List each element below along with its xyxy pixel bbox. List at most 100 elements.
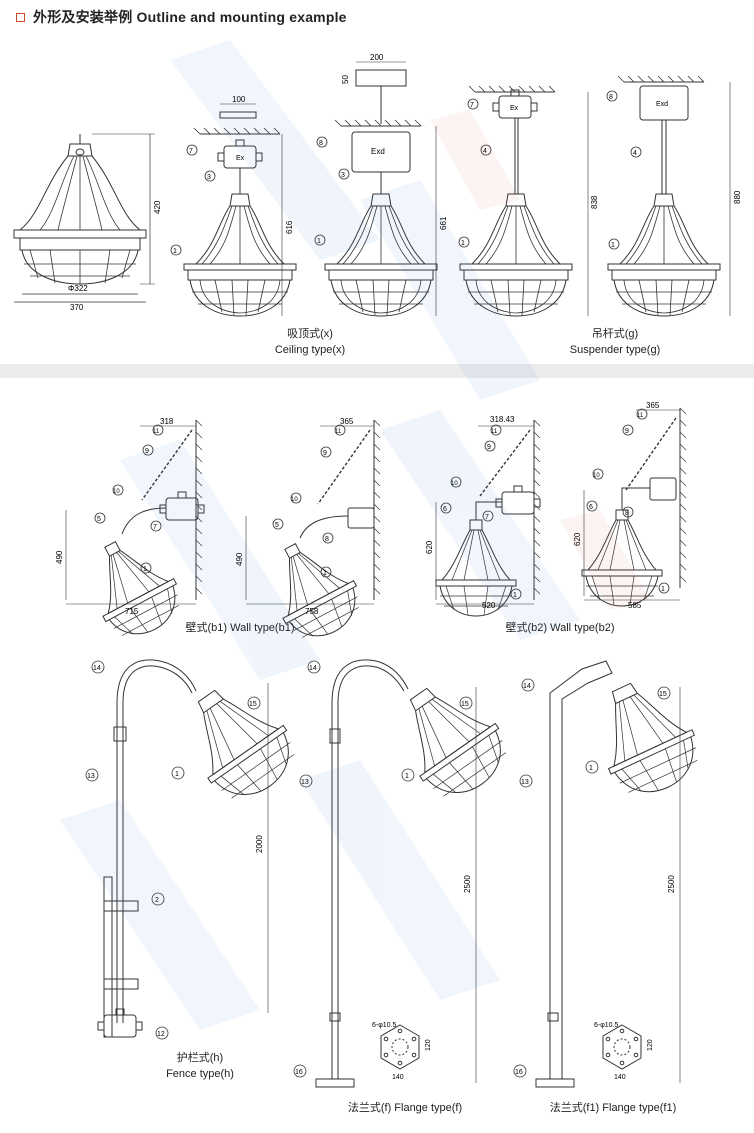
caption-ceiling-en: Ceiling type(x) [274, 344, 346, 356]
dim-b2-318: 318.43 [490, 415, 515, 424]
dim-b1-715: 715 [125, 607, 139, 616]
svg-text:7: 7 [485, 514, 489, 521]
ceiling-type-drawing-2: 200 50 Exd 661 8 3 1 [314, 53, 448, 317]
wall-type-drawing: 318 490 715 11 9 10 5 7 1 365 490 758 11… [55, 401, 687, 651]
svg-text:10: 10 [113, 489, 120, 495]
flange-f-drawing: 2500 6-φ10.5 120 140 14 13 15 1 16 [293, 659, 520, 1088]
svg-text:3: 3 [207, 174, 211, 181]
flange-f-pcd: 140 [392, 1074, 404, 1081]
svg-text:1: 1 [405, 773, 409, 780]
svg-text:1: 1 [589, 765, 593, 772]
wall-type-panel: 318 490 715 11 9 10 5 7 1 365 490 758 11… [0, 378, 754, 651]
fence-type-drawing: 2000 14 13 15 1 2 12 [85, 659, 308, 1040]
svg-text:9: 9 [145, 448, 149, 455]
flange-f1-pcd: 140 [614, 1074, 626, 1081]
svg-text:9: 9 [625, 428, 629, 435]
svg-text:1: 1 [317, 238, 321, 245]
dim-b2-520: 520 [482, 601, 496, 610]
svg-text:16: 16 [515, 1069, 523, 1076]
caption-ceiling-cn: 吸顶式(x) [287, 328, 333, 340]
page-title: 外形及安装举例 Outline and mounting example [33, 9, 347, 25]
svg-text:6: 6 [443, 506, 447, 513]
svg-text:9: 9 [323, 450, 327, 457]
svg-text:3: 3 [341, 172, 345, 179]
svg-text:7: 7 [470, 102, 474, 109]
svg-text:7: 7 [189, 148, 193, 155]
fence-flange-drawing: 2000 14 13 15 1 2 12 2500 6-φ10.5 120 14… [85, 659, 711, 1088]
svg-text:7: 7 [153, 524, 157, 531]
dim-661: 661 [439, 216, 448, 230]
svg-text:14: 14 [309, 665, 317, 672]
dim-838: 838 [590, 195, 599, 209]
svg-text:1: 1 [461, 240, 465, 247]
svg-text:1: 1 [175, 771, 179, 778]
svg-text:1: 1 [323, 570, 327, 577]
svg-text:13: 13 [301, 779, 309, 786]
bullet-square-icon [16, 12, 25, 22]
dim-height: 420 [153, 200, 162, 214]
svg-text:4: 4 [483, 148, 487, 155]
svg-text:1: 1 [513, 592, 517, 599]
caption-wall-b2: 壁式(b2) Wall type(b2) [505, 622, 615, 634]
fence-flange-panel: 2000 14 13 15 1 2 12 2500 6-φ10.5 120 14… [0, 643, 754, 1128]
svg-text:11: 11 [335, 429, 342, 435]
dim-b1-490b: 490 [235, 552, 244, 566]
svg-text:15: 15 [659, 691, 667, 698]
caption-flange-f1: 法兰式(f1) Flange type(f1) [549, 1102, 677, 1114]
flange-f-holes: 6-φ10.5 [372, 1022, 396, 1029]
svg-text:15: 15 [461, 701, 469, 708]
svg-text:11: 11 [153, 429, 160, 435]
dim-b2-620a: 620 [425, 540, 434, 554]
svg-text:14: 14 [93, 665, 101, 672]
dim-b1-318: 318 [160, 417, 174, 426]
caption-wall-b1: 壁式(b1) Wall type(b1) [185, 622, 295, 634]
svg-text:14: 14 [523, 683, 531, 690]
wall-b2-drawing-1: 318.43 620 520 11 9 10 6 7 1 [425, 415, 541, 617]
dim-880: 880 [733, 190, 742, 204]
svg-text:10: 10 [291, 497, 298, 503]
flange-f1-drawing: 2500 6-φ10.5 120 140 14 13 15 1 16 [513, 660, 711, 1088]
svg-text:1: 1 [173, 248, 177, 255]
dim-f-2500: 2500 [463, 875, 472, 893]
dim-b1-758: 758 [305, 607, 319, 616]
ceiling-suspender-drawing: 420 Φ322 370 100 Ex 616 7 3 1 200 50 Exd… [13, 53, 742, 317]
suspender-type-drawing-2: Exd 880 8 4 1 [606, 75, 742, 317]
svg-text:10: 10 [451, 481, 458, 487]
svg-text:9: 9 [487, 444, 491, 451]
wall-b1-drawing-2: 365 490 758 11 9 10 5 8 1 [235, 417, 381, 651]
dim-b1-365: 365 [340, 417, 354, 426]
dim-616: 616 [285, 220, 294, 234]
svg-text:15: 15 [249, 701, 257, 708]
dim-width: 370 [70, 303, 84, 312]
box-label-exd: Exd [371, 147, 385, 156]
wall-b2-drawing-2: 365 620 585 11 9 10 6 8 1 [573, 401, 687, 610]
section-divider [0, 364, 754, 378]
svg-text:Exd: Exd [656, 101, 668, 108]
suspender-type-drawing-1: Ex 838 7 4 1 [458, 85, 599, 317]
dim-fence-2000: 2000 [255, 835, 264, 853]
caption-fence: 护栏式(h) Fence type(h) [140, 1050, 260, 1082]
svg-text:6: 6 [589, 504, 593, 511]
svg-text:5: 5 [275, 522, 279, 529]
caption-suspender: 吊杆式(g) Suspender type(g) [550, 326, 680, 358]
dim-b1-490a: 490 [55, 550, 64, 564]
svg-text:16: 16 [295, 1069, 303, 1076]
dim-f1-2500: 2500 [667, 875, 676, 893]
caption-flange-f: 法兰式(f) Flange type(f) [347, 1102, 463, 1114]
ceiling-type-drawing-1: 100 Ex 616 7 3 1 [170, 95, 297, 317]
svg-text:1: 1 [143, 566, 147, 573]
section-header: 外形及安装举例 Outline and mounting example [0, 0, 754, 34]
dim-b2-365: 365 [646, 401, 660, 410]
wall-b1-drawing-1: 318 490 715 11 9 10 5 7 1 [55, 417, 205, 649]
flange-f1-side: 120 [647, 1039, 654, 1051]
svg-text:13: 13 [521, 779, 529, 786]
flange-f-side: 120 [425, 1039, 432, 1051]
svg-text:5: 5 [97, 516, 101, 523]
dim-b2-620b: 620 [573, 532, 582, 546]
svg-text:11: 11 [491, 429, 498, 435]
dim-box-h: 50 [341, 75, 350, 84]
svg-text:11: 11 [637, 413, 644, 419]
dim-bracket: 100 [232, 95, 246, 104]
caption-fence-en: Fence type(h) [166, 1068, 234, 1080]
box-label-ex: Ex [236, 155, 245, 162]
